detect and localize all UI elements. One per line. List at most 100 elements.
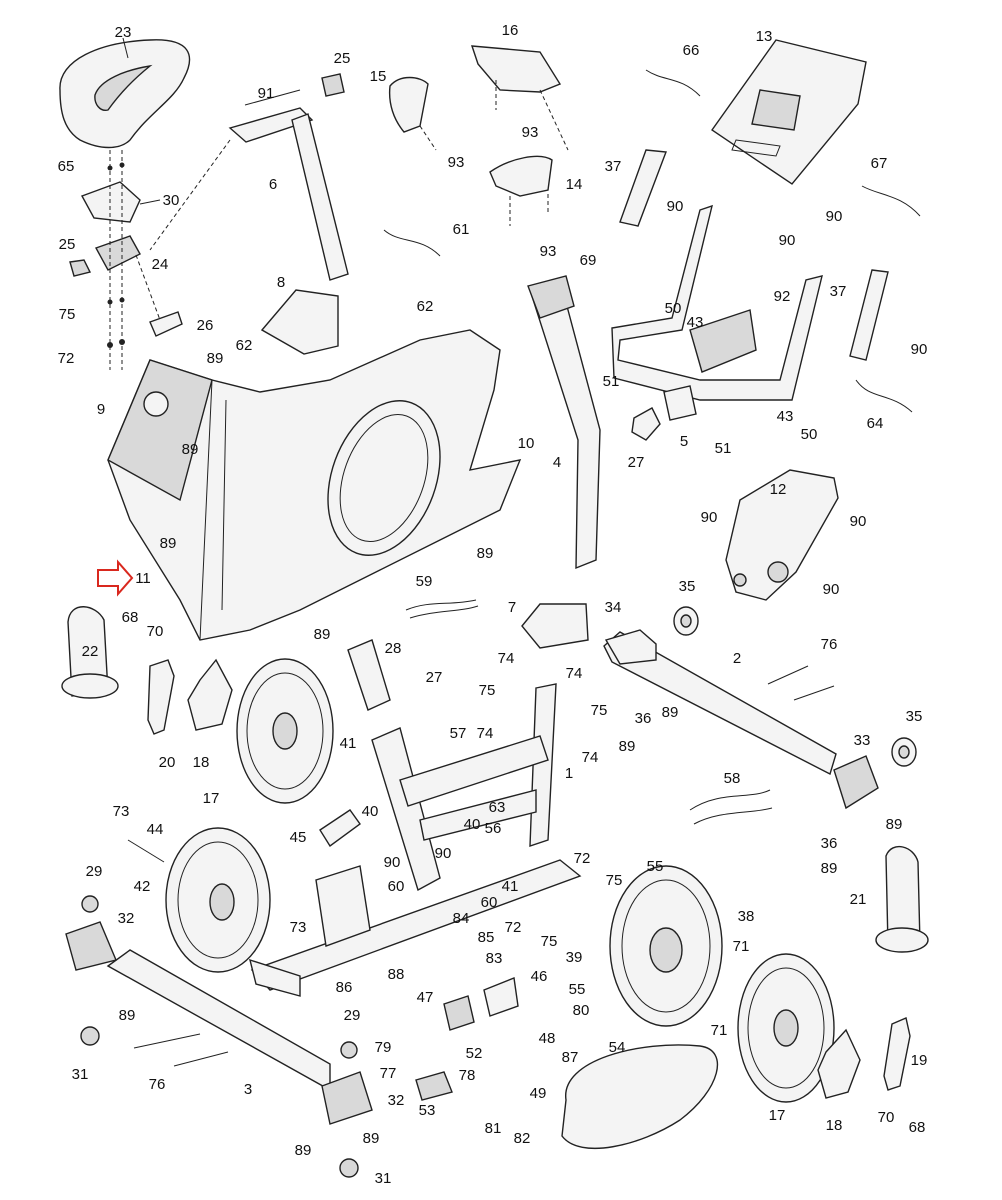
part-callout-11: 11 <box>135 570 151 587</box>
part-callout-90: 90 <box>667 198 684 215</box>
part-callout-26: 26 <box>197 317 214 334</box>
part-callout-71: 71 <box>711 1022 728 1039</box>
part-callout-74: 74 <box>498 650 515 667</box>
drive-belt <box>561 1044 719 1149</box>
part-callout-25: 25 <box>334 50 351 67</box>
seat-slider <box>94 235 141 271</box>
leveler-31-right <box>339 1158 359 1178</box>
axle-44 <box>127 839 165 863</box>
part-callout-76: 76 <box>149 1076 166 1093</box>
part-callout-69: 69 <box>580 252 597 269</box>
part-callout-90: 90 <box>779 232 796 249</box>
part-callout-32: 32 <box>118 910 135 927</box>
part-callout-74: 74 <box>582 749 599 766</box>
part-callout-4: 4 <box>553 454 561 471</box>
part-callout-70: 70 <box>878 1109 895 1126</box>
axle-76b <box>173 1051 229 1067</box>
rear-upright-cover <box>725 469 839 601</box>
part-callout-73: 73 <box>290 919 307 936</box>
part-callout-9: 9 <box>97 401 105 418</box>
part-callout-72: 72 <box>58 350 75 367</box>
part-callout-18: 18 <box>826 1117 843 1134</box>
part-callout-30: 30 <box>163 192 180 209</box>
part-callout-31: 31 <box>375 1170 392 1187</box>
pedal-left <box>61 606 119 699</box>
upright-cover <box>521 603 589 649</box>
part-callout-53: 53 <box>419 1102 436 1119</box>
crank-arm-left <box>147 659 175 735</box>
part-callout-60: 60 <box>481 894 498 911</box>
axle-76a <box>133 1033 201 1049</box>
magnet-47 <box>443 995 475 1031</box>
crank-arm-right <box>883 1017 911 1091</box>
wire-59 <box>405 599 479 619</box>
part-callout-6: 6 <box>269 176 277 193</box>
part-callout-32: 32 <box>388 1092 405 1109</box>
part-callout-81: 81 <box>485 1120 502 1137</box>
part-callout-89: 89 <box>662 704 679 721</box>
part-callout-90: 90 <box>850 513 867 530</box>
part-callout-40: 40 <box>464 816 481 833</box>
part-callout-90: 90 <box>826 208 843 225</box>
part-callout-37: 37 <box>605 158 622 175</box>
part-callout-74: 74 <box>477 725 494 742</box>
part-callout-45: 45 <box>290 829 307 846</box>
main-frame <box>249 683 582 997</box>
bracket-45 <box>319 809 361 848</box>
part-callout-51: 51 <box>715 440 732 457</box>
part-callout-75: 75 <box>479 682 496 699</box>
part-callout-62: 62 <box>236 337 253 354</box>
part-callout-88: 88 <box>388 966 405 983</box>
part-callout-60: 60 <box>388 878 405 895</box>
cover-dash-lines <box>419 80 569 226</box>
part-callout-68: 68 <box>909 1119 926 1136</box>
part-callout-89: 89 <box>160 535 177 552</box>
part-callout-12: 12 <box>770 481 787 498</box>
part-callout-75: 75 <box>606 872 623 889</box>
part-callout-19: 19 <box>911 1052 928 1069</box>
part-callout-52: 52 <box>466 1045 483 1062</box>
part-callout-41: 41 <box>502 878 519 895</box>
part-callout-83: 83 <box>486 950 503 967</box>
part-callout-16: 16 <box>502 22 519 39</box>
part-callout-68: 68 <box>122 609 139 626</box>
part-callout-66: 66 <box>683 42 700 59</box>
part-callout-71: 71 <box>733 938 750 955</box>
part-callout-89: 89 <box>477 545 494 562</box>
part-callout-75: 75 <box>59 306 76 323</box>
part-callout-92: 92 <box>774 288 791 305</box>
cover-15 <box>388 76 429 133</box>
part-callout-24: 24 <box>152 256 169 273</box>
part-callout-38: 38 <box>738 908 755 925</box>
part-callout-35: 35 <box>679 578 696 595</box>
handlebar-cover <box>470 45 562 93</box>
part-callout-20: 20 <box>159 754 176 771</box>
part-callout-89: 89 <box>182 441 199 458</box>
part-callout-23: 23 <box>115 24 132 41</box>
plate-60 <box>315 865 371 947</box>
pulley-left <box>236 658 334 804</box>
part-callout-47: 47 <box>417 989 434 1006</box>
part-callout-75: 75 <box>541 933 558 950</box>
part-callout-62: 62 <box>417 298 434 315</box>
part-callout-25: 25 <box>59 236 76 253</box>
part-callout-36: 36 <box>821 835 838 852</box>
part-callout-75: 75 <box>591 702 608 719</box>
part-callout-76: 76 <box>821 636 838 653</box>
part-callout-28: 28 <box>385 640 402 657</box>
part-callout-72: 72 <box>505 919 522 936</box>
part-callout-89: 89 <box>295 1142 312 1159</box>
wire-67 <box>861 185 921 217</box>
spider-left <box>187 658 233 731</box>
part-callout-21: 21 <box>850 891 867 908</box>
knob-27-handlebar <box>631 407 661 441</box>
part-callout-22: 22 <box>82 643 99 660</box>
part-callout-35: 35 <box>906 708 923 725</box>
cover-14 <box>489 155 553 197</box>
part-callout-61: 61 <box>453 221 470 238</box>
part-callout-89: 89 <box>207 350 224 367</box>
part-callout-50: 50 <box>801 426 818 443</box>
part-callout-31: 31 <box>72 1066 89 1083</box>
